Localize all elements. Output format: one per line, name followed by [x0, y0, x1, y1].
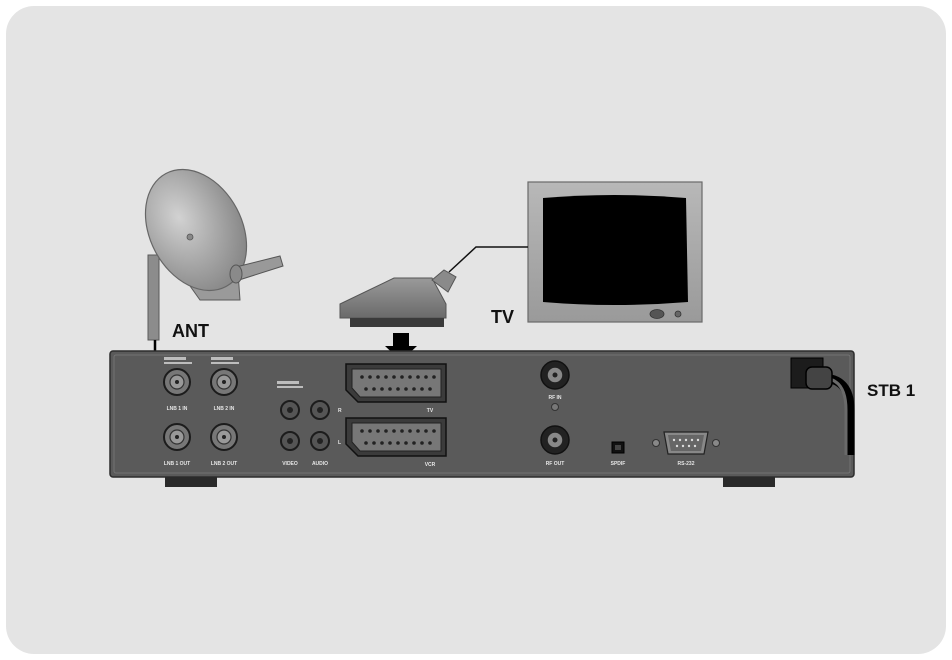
- video-label: VIDEO: [282, 461, 298, 467]
- down-arrow: [385, 333, 417, 361]
- lnb2-in-connector: [210, 368, 238, 396]
- scart-vcr-socket: [345, 417, 447, 457]
- tv-set: [527, 181, 703, 323]
- stb-label: STB 1: [867, 381, 915, 400]
- rf-in-label: RF IN: [548, 395, 561, 401]
- scart-plug: [339, 269, 457, 327]
- audio-label: AUDIO: [312, 461, 328, 467]
- scart-tv-label: TV: [427, 408, 434, 414]
- rf-in-connector: [540, 360, 570, 390]
- rca-audio-l-jack: [310, 431, 330, 451]
- stb-back-panel: LNB 1 IN LNB 2 IN LNB 1 OUT LNB 2 OUT R …: [109, 350, 855, 487]
- scart-tv-socket: [345, 363, 447, 403]
- scart-vcr-label: VCR: [425, 462, 436, 468]
- ant-label: ANT: [172, 321, 209, 341]
- tv-cable: [448, 246, 528, 273]
- audio-l-label: L: [338, 440, 341, 446]
- rf-out-label: RF OUT: [546, 461, 565, 467]
- lnb2-in-label: LNB 2 IN: [214, 406, 235, 412]
- stb-foot-right: [723, 477, 775, 487]
- lnb2-out-label: LNB 2 OUT: [211, 461, 237, 467]
- rs232-port: [652, 431, 720, 455]
- spdif-label: SPDIF: [611, 461, 626, 467]
- tv-label: TV: [491, 307, 514, 327]
- stb-foot-left: [165, 477, 217, 487]
- lnb1-out-label: LNB 1 OUT: [164, 461, 190, 467]
- rca-audio-r-1: [280, 400, 300, 420]
- rs232-label: RS-232: [678, 461, 695, 467]
- rca-audio-r-2: [310, 400, 330, 420]
- audio-r-label: R: [338, 408, 342, 414]
- lnb1-in-label: LNB 1 IN: [167, 406, 188, 412]
- rf-indicator: [551, 403, 559, 411]
- lnb2-out-connector: [210, 423, 238, 451]
- satellite-dish: [144, 168, 284, 341]
- rf-out-connector: [540, 425, 570, 455]
- background-card: [6, 6, 946, 654]
- tv-screen: [543, 195, 688, 305]
- lnb1-out-connector: [163, 423, 191, 451]
- power-cable: [805, 366, 855, 455]
- rca-video-jack: [280, 431, 300, 451]
- lnb1-in-connector: [163, 368, 191, 396]
